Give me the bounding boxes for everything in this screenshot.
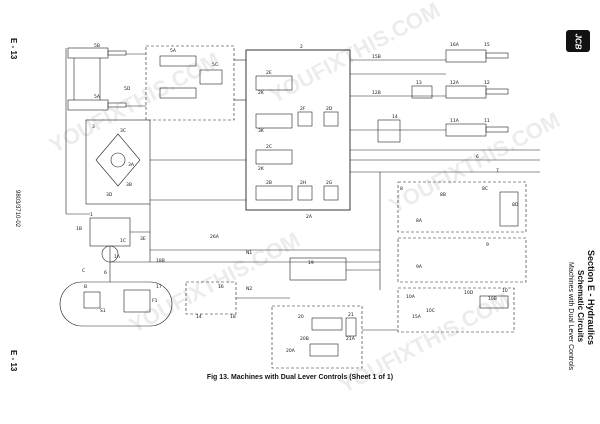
label-1c: 1C [120,238,126,244]
label-15a: 15A [412,314,422,320]
label-5a-left: 5A [94,94,101,100]
label-10a: 10A [406,294,416,300]
label-2c: 2C [266,144,272,150]
label-n1: N1 [246,250,252,256]
label-6: 6 [104,270,107,276]
label-7: 7 [496,168,499,174]
label-2h: 2H [300,180,306,186]
label-14: 14 [392,114,398,120]
label-3: 3 [92,124,95,130]
label-3k: 3K [258,128,265,134]
label-9a: 9A [416,264,423,270]
label-2a: 2A [306,214,313,220]
jcb-logo: JCB [566,30,590,52]
label-b: B [84,284,87,290]
label-26a: 26A [210,234,220,240]
label-3d: 3D [106,192,113,198]
label-2d: 2D [326,106,333,112]
label-f1: F1 [152,298,158,304]
label-15b: 15B [372,54,381,60]
label-6b: 6 [476,154,479,160]
label-10: 10 [502,288,508,294]
label-16a: 16A [450,42,460,48]
label-c: C [82,268,85,274]
label-2b: 2B [266,180,272,186]
label-1: 1 [90,212,93,218]
label-8b: 8B [440,192,446,198]
figure-caption: Fig 13. Machines with Dual Lever Control… [206,374,394,381]
label-12: 12 [484,80,490,86]
label-2f: 2F [300,106,306,112]
label-5c: 5C [212,62,218,68]
label-3a: 3A [128,162,135,168]
label-1a: 1A [114,254,121,260]
label-8a: 8A [416,218,423,224]
label-2g: 2G [326,180,333,186]
label-5a-box: 5A [170,48,177,54]
label-s1: S1 [100,308,106,314]
label-14b: 14 [196,314,202,320]
label-5b: 5B [94,43,100,49]
label-n2: N2 [246,286,252,292]
label-3b: 3B [126,182,132,188]
label-2k-a: 2K [258,90,265,96]
label-10d: 10D [464,290,474,296]
label-3c: 3C [120,128,126,134]
label-8c: 8C [482,186,488,192]
label-2e: 2E [266,70,272,76]
label-10b: 10B [488,296,497,302]
label-8d: 8D [512,202,519,208]
label-12a: 12A [450,80,460,86]
label-18b: 18B [156,258,165,264]
label-18: 18 [230,314,236,320]
label-20a: 20A [286,348,296,354]
label-10c: 10C [426,308,435,314]
label-21: 21 [348,312,354,318]
label-13: 13 [416,80,422,86]
label-2k-b: 2K [258,166,265,172]
label-5d: 5D [124,86,131,92]
label-8: 8 [400,186,403,192]
label-16: 16 [218,284,224,290]
label-3e: 3E [140,236,146,242]
label-19: 19 [308,260,314,266]
label-2: 2 [300,44,303,50]
label-20b: 20B [300,336,309,342]
label-9: 9 [486,242,489,248]
label-17: 17 [156,284,162,290]
label-11: 11 [484,118,490,124]
label-1b: 1B [76,226,82,232]
label-21a: 21A [346,336,356,342]
label-12b: 12B [372,90,381,96]
label-11a: 11A [450,118,460,124]
label-20: 20 [298,314,304,320]
label-15: 15 [484,42,490,48]
